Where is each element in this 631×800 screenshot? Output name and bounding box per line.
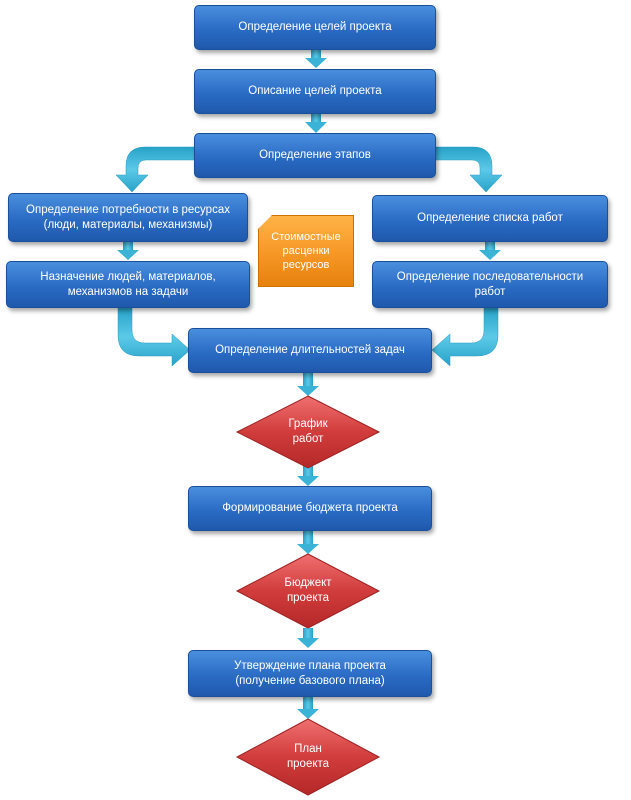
step-work-list: Определение списка работ: [372, 195, 608, 242]
output-plan-label: План проекта: [286, 743, 330, 770]
connector-stages-to-worklist: [432, 146, 503, 193]
step-resource-needs: Определение потребности в ресурсах (люди…: [8, 193, 248, 242]
step-budget-formation: Формирование бюджета проекта: [188, 486, 432, 531]
step-durations: Определение длительностей задач: [188, 328, 432, 373]
step-goals-description: Описание целей проекта: [194, 69, 436, 114]
note-cost-rates: Стоимостные расценки ресурсов: [258, 215, 354, 287]
connector-worklist-to-sequence: [479, 242, 501, 260]
connector-desc-to-stages: [305, 114, 327, 133]
connector-stages-to-resources: [115, 146, 196, 193]
connector-goals-to-desc: [305, 50, 327, 68]
step-work-sequence: Определение последовательности работ: [372, 261, 608, 308]
connector-approval-to-plan: [297, 697, 319, 719]
connector-sequence-to-durations: [431, 307, 499, 367]
step-plan-approval: Утверждение плана проекта (получение баз…: [188, 650, 432, 697]
diamond-plan: [235, 718, 381, 796]
step-goals-definition: Определение целей проекта: [194, 5, 436, 50]
connector-schedule-to-budget-form: [297, 466, 319, 486]
connector-budget-to-approval: [297, 628, 319, 648]
connector-assign-to-durations: [117, 307, 191, 367]
diamond-schedule: [235, 395, 381, 469]
connector-resources-to-assign: [117, 242, 139, 260]
output-budget-label: Бюджект проекта: [284, 577, 332, 604]
connector-durations-to-schedule: [297, 373, 319, 396]
connector-budget-form-to-budget: [297, 531, 319, 554]
step-stages-definition: Определение этапов: [194, 133, 436, 178]
step-assign-resources: Назначение людей, материалов, механизмов…: [6, 261, 250, 308]
output-schedule-label: График работ: [288, 418, 328, 445]
diamond-budget: [235, 553, 381, 629]
